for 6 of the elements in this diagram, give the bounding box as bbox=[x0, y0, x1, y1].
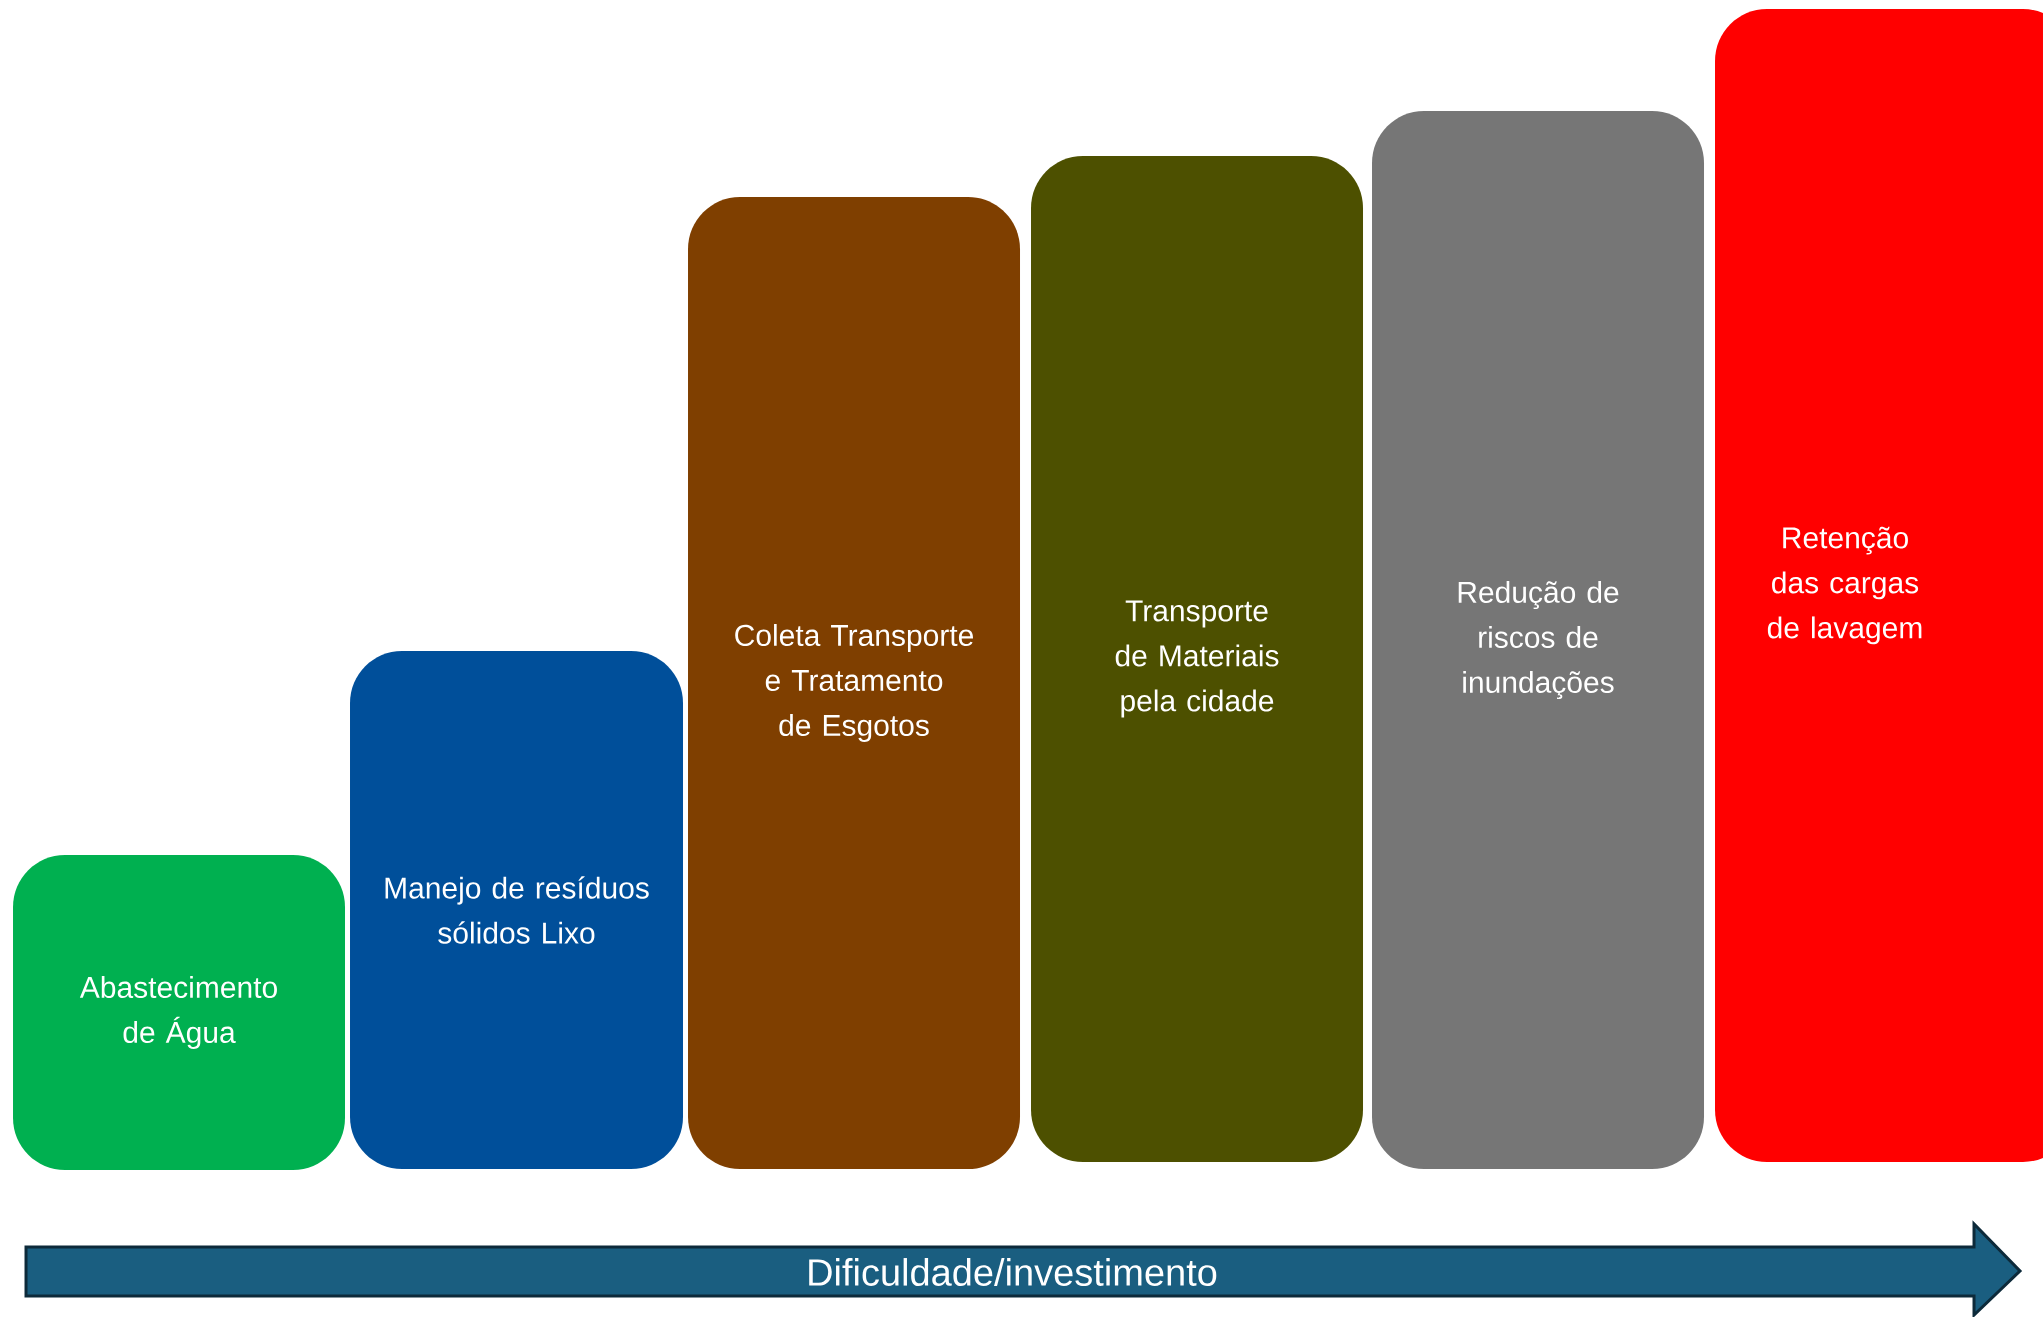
category-box: Transporte de Materiais pela cidade bbox=[1031, 156, 1363, 1162]
category-box: Manejo de resíduos sólidos Lixo bbox=[350, 651, 683, 1169]
category-box: Retenção das cargas de lavagem bbox=[1715, 9, 2043, 1162]
category-box: Redução de riscos de inundações bbox=[1372, 111, 1704, 1169]
category-box: Abastecimento de Água bbox=[13, 855, 345, 1170]
category-box: Coleta Transporte e Tratamento de Esgotos bbox=[688, 197, 1020, 1169]
